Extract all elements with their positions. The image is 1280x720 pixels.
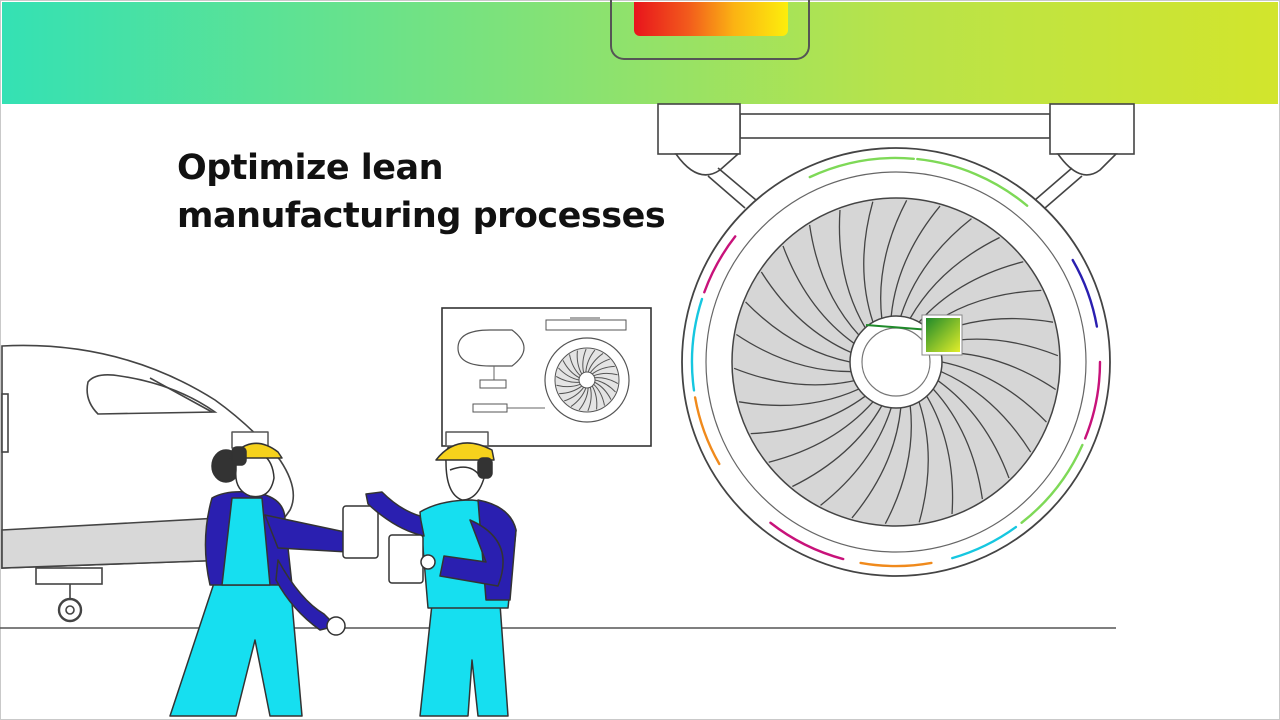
engine-mount — [657, 103, 1135, 209]
worker-with-tablet-icon — [169, 431, 379, 717]
fan-blade — [594, 379, 616, 393]
fan-blade — [559, 385, 583, 395]
fan-blade — [593, 372, 618, 377]
fan-blade — [909, 236, 1000, 319]
worker-with-tablet-icon — [365, 431, 517, 717]
status-arc — [693, 396, 721, 466]
headline-line-2: manufacturing processes — [177, 196, 666, 236]
status-arc — [1083, 360, 1102, 440]
fan-blade — [570, 387, 587, 407]
fan-blade — [890, 205, 941, 317]
status-arc — [1020, 443, 1084, 524]
heat-gauge-panel — [610, 0, 810, 60]
status-arc — [859, 561, 933, 568]
mini-fan-blades — [555, 348, 619, 412]
fan-blade — [587, 387, 592, 412]
fan-blade — [768, 401, 874, 463]
fan-blade — [918, 401, 929, 523]
fan-blade — [932, 388, 984, 500]
status-arc — [951, 525, 1018, 560]
fan-blade — [782, 245, 855, 344]
fan-blade — [591, 385, 598, 410]
fan-blade — [941, 361, 1047, 423]
fan-blade — [589, 358, 611, 374]
fan-blade — [937, 380, 1010, 479]
fan-blade — [918, 261, 1024, 323]
fan-blade — [733, 367, 855, 386]
status-arc — [703, 235, 737, 294]
status-arc — [808, 156, 915, 179]
headline-line-1: Optimize lean — [177, 148, 444, 188]
fan-blade — [851, 407, 902, 519]
fan-blade — [585, 349, 596, 373]
fan-blade — [808, 224, 860, 336]
fan-blade — [569, 354, 581, 377]
fan-blade — [578, 387, 589, 411]
status-arc — [1071, 258, 1099, 328]
fan-blade — [582, 348, 587, 373]
status-arc — [769, 521, 845, 561]
fan-blade — [820, 407, 892, 506]
turbofan-engine-icon — [681, 147, 1111, 577]
fan-blade — [594, 381, 612, 400]
fan-blade — [558, 367, 580, 381]
fan-blade — [576, 350, 583, 375]
fan-blade — [555, 376, 580, 383]
fan-blade — [863, 201, 874, 323]
fan-blade — [760, 271, 852, 354]
fan-blade — [738, 388, 860, 407]
blueprint-board-icon — [441, 307, 652, 447]
fan-blade — [562, 360, 580, 379]
fan-blade — [735, 333, 852, 373]
fan-blade — [587, 353, 604, 373]
fan-blade — [593, 383, 605, 406]
fan-blade — [940, 370, 1032, 453]
status-arc — [690, 297, 704, 392]
status-arc — [916, 157, 1029, 207]
fan-blade — [880, 200, 908, 319]
fan-blade — [745, 301, 851, 363]
fan-blade — [884, 405, 912, 524]
headline: Optimize lean manufacturing processes — [177, 144, 666, 240]
fan-blade — [900, 218, 972, 317]
fan-blade — [591, 365, 615, 375]
heat-gradient-icon — [634, 2, 788, 36]
fan-blade — [594, 377, 619, 384]
fan-blade — [563, 386, 585, 402]
sensor-lead — [865, 324, 931, 331]
fan-blade — [750, 395, 866, 435]
fan-blade — [792, 405, 883, 488]
fan-blade — [926, 395, 954, 515]
fan-blade — [556, 383, 581, 388]
status-arcs — [690, 156, 1102, 568]
fan-blade — [838, 209, 866, 329]
